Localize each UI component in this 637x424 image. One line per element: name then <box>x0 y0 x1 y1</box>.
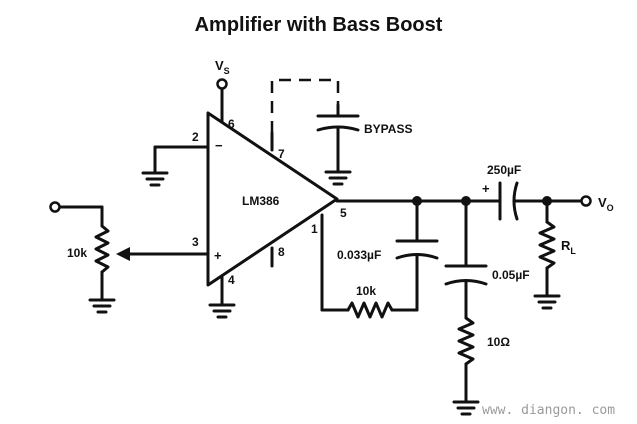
potentiometer <box>94 224 110 274</box>
ground-icon <box>452 400 480 416</box>
ground-icon <box>533 294 561 310</box>
pin-4-label: 4 <box>228 273 235 287</box>
pin-7-label: 7 <box>278 147 285 161</box>
bypass-capacitor <box>316 103 360 174</box>
bypass-label: BYPASS <box>364 122 412 136</box>
ground-icon <box>324 170 352 186</box>
feedback-capacitor <box>395 199 439 312</box>
load-resistor <box>538 220 556 270</box>
pin-3-label: 3 <box>192 235 199 249</box>
plus-sign: + <box>214 248 222 263</box>
watermark: www. diangon. com <box>482 403 615 418</box>
ic-label: LM386 <box>242 194 280 208</box>
zobel-cap-label: 0.05µF <box>492 268 530 282</box>
output-label: VO <box>598 195 614 213</box>
pin-6-label: 6 <box>228 117 235 131</box>
feedback-res-label: 10k <box>356 284 376 298</box>
output-cap-label: 250µF <box>487 163 521 177</box>
output-terminal <box>580 195 592 207</box>
supply-label: VS <box>215 58 230 76</box>
pin-5-label: 5 <box>340 206 347 220</box>
pin-2-label: 2 <box>192 130 199 144</box>
ground-icon <box>208 303 236 319</box>
zobel-capacitor <box>444 199 488 320</box>
zobel-res-label: 10Ω <box>487 335 510 349</box>
output-cap-polarity: + <box>482 181 490 196</box>
ground-icon <box>141 171 169 187</box>
pin-1-label: 1 <box>311 222 318 236</box>
arrow-head <box>116 247 130 261</box>
zobel-resistor <box>457 316 475 366</box>
feedback-cap-label: 0.033µF <box>337 248 381 262</box>
pot-label: 10k <box>67 246 87 260</box>
minus-sign: − <box>215 138 223 153</box>
pin-8-label: 8 <box>278 245 285 259</box>
bypass-dashed-wire <box>270 78 340 133</box>
ground-icon <box>88 298 116 314</box>
amplifier-triangle <box>206 111 339 287</box>
feedback-resistor <box>346 301 394 319</box>
diagram-title: Amplifier with Bass Boost <box>194 14 443 36</box>
junction-dot <box>412 196 422 206</box>
load-label: RL <box>561 238 576 256</box>
input-terminal <box>49 201 61 213</box>
supply-terminal <box>216 78 228 90</box>
